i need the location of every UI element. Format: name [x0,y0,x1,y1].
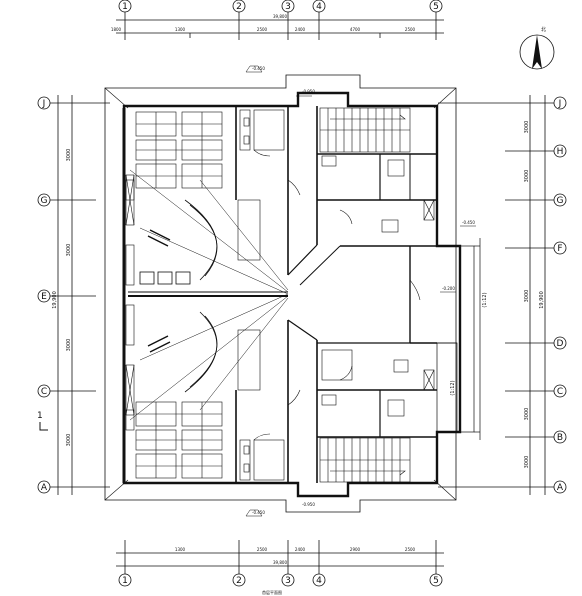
dim-bottom-seg: 2500 [257,547,268,552]
dim-top-seg: 1800 [111,27,122,32]
bottom-axis [116,540,444,587]
dim-top-seg: 2500 [257,27,268,32]
level-top-stair: -0.950 [302,89,315,94]
dim-top-total: 39,800 [273,14,287,19]
desk-grid-bottom [135,401,223,479]
axis-label-right-F: F [557,244,562,254]
ramp-note-lower: (1:12) [450,380,456,395]
west-windows [125,174,135,431]
axis-label-right-J: J [558,99,562,109]
dim-top-seg: 1300 [175,27,186,32]
axis-label-bottom-4: 4 [316,576,322,586]
right-axis [438,95,567,495]
dim-right-seg: 3000 [524,290,530,303]
doors [253,92,421,497]
axis-label-top-3: 3 [285,2,291,12]
axis-label-right-G: G [557,196,564,206]
north-label: 北 [541,26,546,33]
axis-label-right-B: B [557,433,563,443]
axis-label-left-C: C [41,387,47,397]
axis-label-left-A: A [41,483,48,493]
dim-bottom-seg: 1300 [175,547,186,552]
stair-bottom [319,437,411,483]
section-mark: 1 [37,411,48,431]
dim-left-total: 19,900 [52,291,58,309]
desk-grid-top [135,111,223,189]
axis-label-left-G: G [41,196,48,206]
lecture-hall-seating [129,169,289,421]
building [104,74,462,513]
dim-top-seg: 2500 [405,27,416,32]
axis-label-right-A: A [557,483,564,493]
entry-ramp [436,238,481,440]
axis-label-left-E: E [41,292,47,302]
dim-left-seg: 3000 [66,149,72,162]
stair-top [319,107,411,153]
dim-left-seg: 3000 [66,434,72,447]
dim-right-total: 19,900 [539,291,545,309]
left-axis [37,95,110,495]
axis-label-bottom-5: 5 [433,576,439,586]
axis-label-right-H: H [557,147,564,157]
drawing-caption: 首层平面图 [262,589,282,595]
dim-bottom-seg: 2900 [350,547,361,552]
axis-label-bottom-3: 3 [285,576,291,586]
axis-label-bottom-2: 2 [236,576,242,586]
axis-label-left-J: J [42,99,46,109]
axis-label-top-1: 1 [122,2,128,12]
dim-top-seg: 4700 [350,27,361,32]
dim-left-seg: 3000 [66,339,72,352]
dim-bottom-seg: 2500 [405,547,416,552]
top-axis [116,0,444,40]
level-top: -0.450 [252,66,265,71]
dim-right-seg: 3000 [524,121,530,134]
north-arrow: 北 [519,26,555,70]
axis-label-bottom-1: 1 [122,576,128,586]
level-bottom: -0.450 [252,510,265,515]
level-right-entry: -0.450 [462,220,475,225]
dim-top-seg: 2400 [295,27,306,32]
section-number: 1 [37,411,43,421]
axis-label-top-4: 4 [316,2,322,12]
dim-right-seg: 3000 [524,170,530,183]
level-bottom-stair: -0.950 [302,502,315,507]
dim-right-seg: 3000 [524,456,530,469]
dim-right-seg: 3000 [524,408,530,421]
dim-bottom-total: 39,800 [273,560,287,565]
dim-left-seg: 3000 [66,244,72,257]
axis-label-right-C: C [557,387,563,397]
axis-label-top-5: 5 [433,2,439,12]
axis-label-top-2: 2 [236,2,242,12]
level-right-ramp: -0.200 [442,286,455,291]
axis-label-right-D: D [557,339,564,349]
restroom-fixtures [237,109,435,481]
level-tags [245,65,476,517]
ramp-note-upper: (1:12) [482,292,488,307]
dim-bottom-seg: 2400 [295,547,306,552]
